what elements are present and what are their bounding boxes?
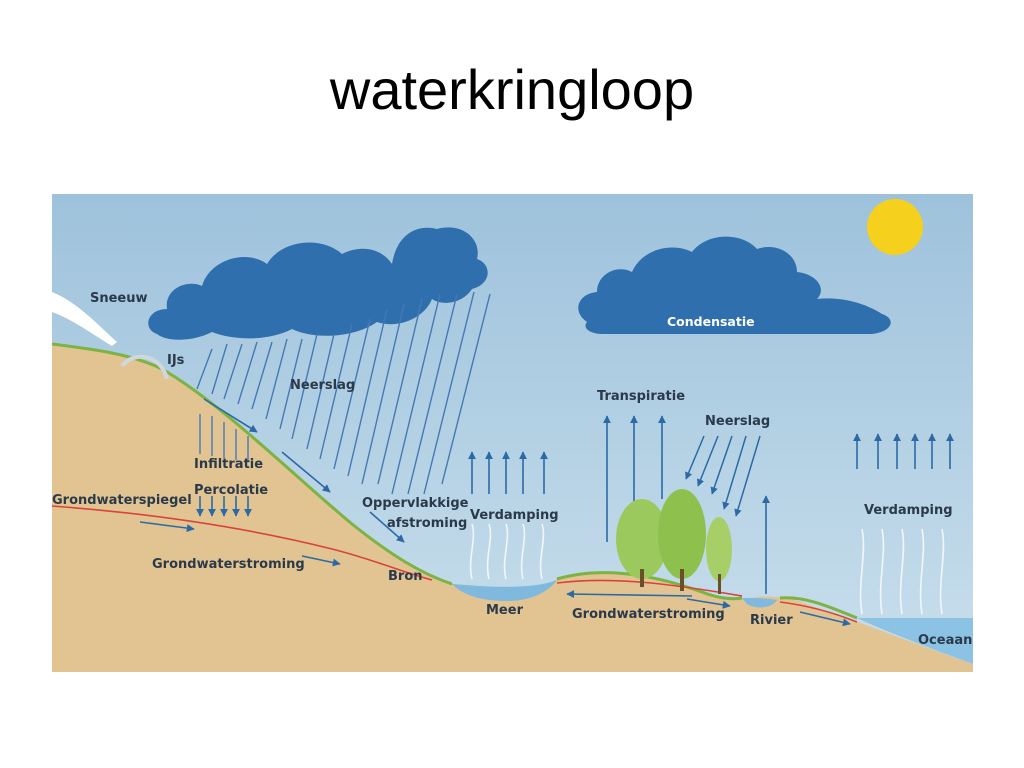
label-bron: Bron [388,569,423,584]
label-verdamping-lake: Verdamping [470,508,559,523]
label-infiltratie: Infiltratie [194,457,263,472]
evaporation-lake-waves [469,523,545,580]
ice-arch [120,354,169,380]
river [742,598,777,608]
grass-surface [52,342,453,586]
rain-left [196,291,491,495]
lake [452,580,557,602]
evaporation-lake-arrows [468,451,548,494]
label-neerslag-left: Neerslag [290,378,355,393]
infiltration-arrows [199,414,249,462]
condensation-cloud [578,236,891,334]
runoff-arrows [203,398,405,543]
label-transpiratie: Transpiratie [597,389,685,404]
sun [867,199,923,255]
groundwater-arrows-left [139,521,341,567]
water-table-line-right2 [779,601,858,623]
ground [52,344,973,672]
label-grondwaterstroming-left: Grondwaterstroming [152,557,305,572]
label-ijs: IJs [167,353,185,368]
grass-surface-right2 [779,596,858,620]
snow-cap [52,292,117,346]
label-percolatie: Percolatie [194,483,268,498]
label-grondwaterstroming-right: Grondwaterstroming [572,607,725,622]
groundwater-arrows-right [566,590,851,627]
label-rivier: Rivier [750,613,793,628]
label-condensatie: Condensatie [667,314,755,329]
water-table-line [52,505,433,581]
label-grondwaterspiegel: Grondwaterspiegel [52,493,192,508]
water-cycle-diagram: Sneeuw IJs Neerslag Infiltratie Percolat… [52,194,973,672]
trees [616,489,732,594]
slide-title: waterkringloop [329,58,695,121]
label-sneeuw: Sneeuw [90,291,148,306]
label-verdamping-ocean: Verdamping [864,503,953,518]
label-meer: Meer [486,603,524,618]
rain-right-arrows [685,435,761,517]
grass-surface-right [556,571,743,601]
label-neerslag-right: Neerslag [705,414,770,429]
percolation-arrows [196,496,252,517]
label-afstroming: afstroming [387,516,467,531]
ocean [857,618,973,664]
label-oceaan: Oceaan [918,633,972,648]
evaporation-ocean-arrows [853,433,954,469]
evaporation-ocean-waves [859,528,945,615]
label-oppervlakkige: Oppervlakkige [362,496,469,511]
